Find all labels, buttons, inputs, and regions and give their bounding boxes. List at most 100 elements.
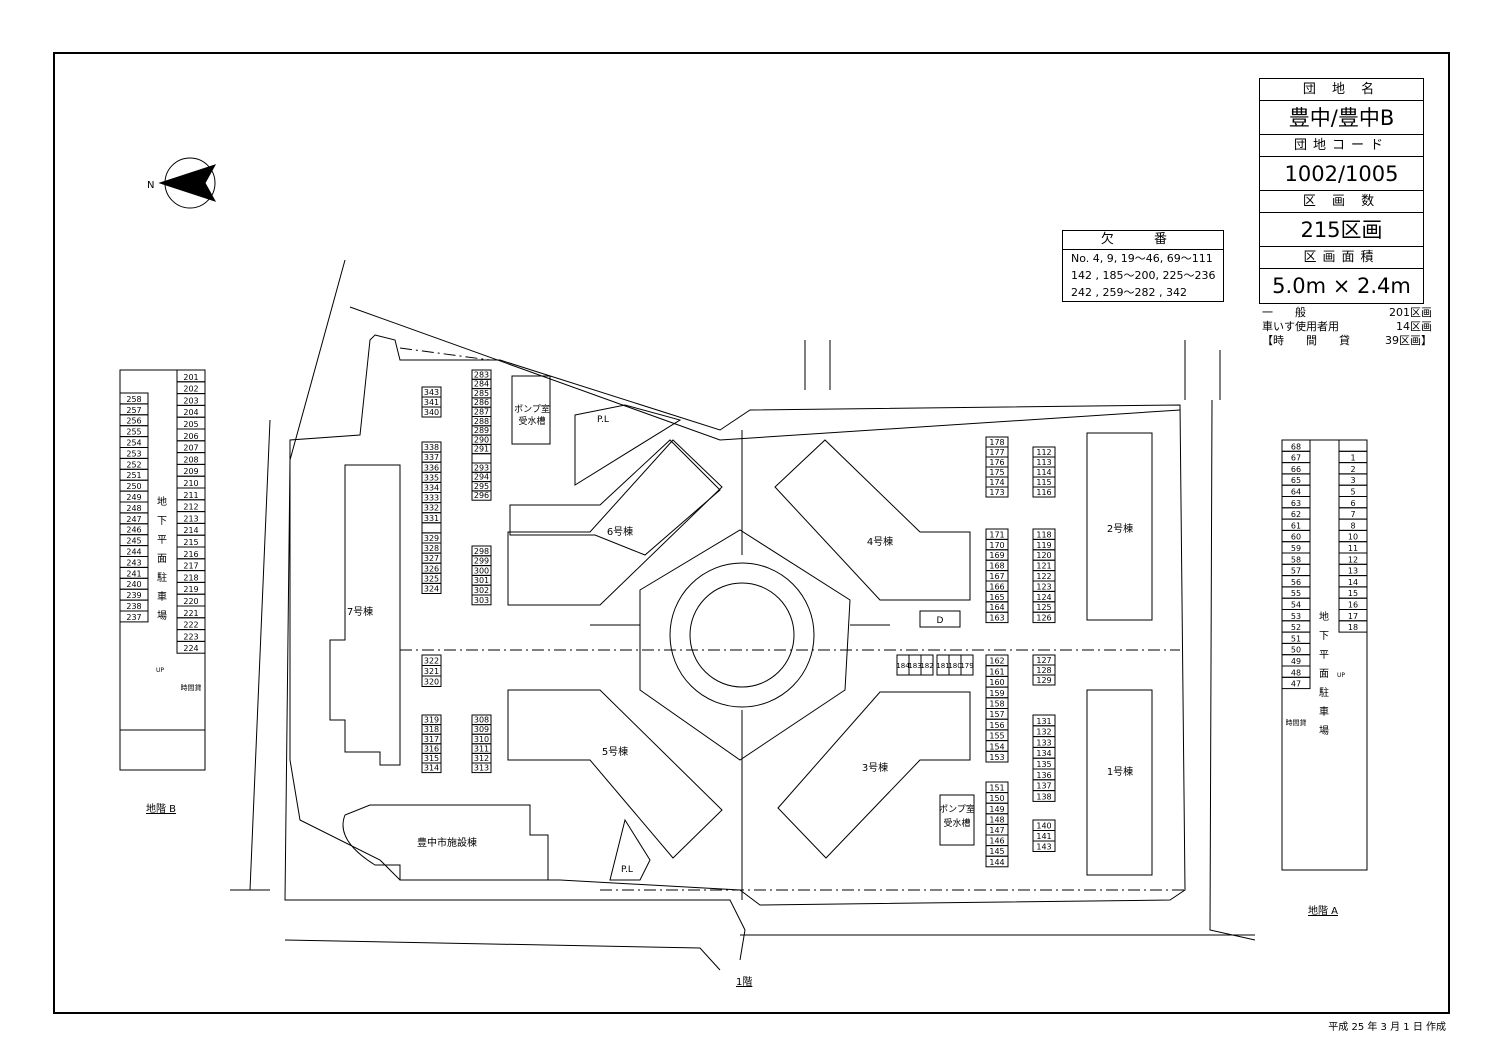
- building-4-label: 4号棟: [867, 535, 893, 548]
- lot-number: 253: [126, 449, 141, 458]
- lot-number: 250: [126, 482, 141, 491]
- lot-number: 164: [989, 603, 1004, 612]
- building-1: [1086, 689, 1153, 876]
- lot-number: 121: [1036, 562, 1051, 571]
- lot-number: 208: [183, 455, 198, 464]
- lot-number: 328: [424, 544, 439, 553]
- lot-number: 334: [424, 484, 439, 493]
- lot-number: 1: [1350, 454, 1355, 463]
- building-7: [329, 464, 401, 766]
- lot-number: 176: [989, 458, 1004, 467]
- lot-number: 133: [1036, 738, 1051, 747]
- lot-number: 296: [474, 491, 489, 500]
- lot-number: 178: [989, 438, 1004, 447]
- basement-b-title-char: 車: [157, 590, 167, 603]
- lot-number: 335: [424, 473, 439, 482]
- lot-number: 126: [1036, 614, 1051, 623]
- lot-number: 244: [126, 548, 141, 557]
- central-circle: [689, 582, 795, 688]
- lot-number: 135: [1036, 760, 1051, 769]
- lot-number: 333: [424, 494, 439, 503]
- area-label: 区画面積: [1260, 247, 1423, 269]
- building-2: [1086, 432, 1153, 621]
- lot-number: 10: [1348, 533, 1358, 542]
- lot-number: 127: [1036, 656, 1051, 665]
- lot-number: 298: [474, 547, 489, 556]
- d-box: [919, 610, 961, 628]
- pump-room-1: [511, 375, 551, 445]
- lot-number: 181: [936, 662, 949, 670]
- pl-area-1: [574, 404, 682, 486]
- lot-number: 65: [1291, 476, 1301, 485]
- lot-number: 283: [474, 370, 489, 379]
- code-label: 団地コード: [1260, 135, 1423, 157]
- parking-lot: [471, 762, 492, 774]
- lot-number: 184: [896, 662, 910, 670]
- basement-b-title-char: 面: [157, 554, 167, 565]
- lot-number: 157: [989, 710, 1004, 719]
- north-arrow-icon: [158, 164, 217, 202]
- road-bottom: [284, 934, 1255, 971]
- lot-number: 301: [474, 576, 489, 585]
- name-value: 豊中/豊中B: [1260, 101, 1423, 135]
- lot-number: 112: [1036, 448, 1051, 457]
- lot-number: 338: [424, 443, 439, 452]
- lot-number: 119: [1036, 541, 1051, 550]
- basement-b-title-char: 駐: [157, 571, 167, 584]
- lot-number: 325: [424, 574, 439, 583]
- city-facility: [342, 804, 549, 881]
- parking-lot: [1032, 674, 1056, 686]
- lot-number: 170: [989, 541, 1004, 550]
- parking-lot: [1032, 790, 1056, 802]
- pump-room-1-label: 受水槽: [518, 415, 545, 427]
- lot-number: 52: [1291, 623, 1301, 632]
- lot-number: 18: [1348, 623, 1358, 632]
- lot-number: 238: [126, 602, 141, 611]
- lot-number: 322: [424, 657, 439, 666]
- basement-a-label: 地階 A: [1308, 906, 1339, 917]
- lot-number: 317: [424, 735, 439, 744]
- lot-number: 120: [1036, 551, 1051, 560]
- basement-b-title-char: 平: [157, 535, 167, 546]
- lot-number: 332: [424, 504, 439, 513]
- lot-number: 122: [1036, 572, 1051, 581]
- basement-a-title-char: 車: [1319, 705, 1329, 718]
- pl-label: P.L: [621, 865, 633, 875]
- parking-lot: [985, 750, 1009, 763]
- lot-number: 222: [183, 621, 198, 630]
- pl-area-2: [609, 818, 651, 881]
- lot-number: 327: [424, 554, 439, 563]
- lot-number: 67: [1291, 454, 1301, 463]
- lot-number: 182: [920, 662, 933, 670]
- lot-number: 237: [126, 613, 141, 622]
- lot-number: 171: [989, 530, 1004, 539]
- building-5: [507, 689, 723, 859]
- lot-number: 310: [474, 735, 489, 744]
- lot-number: 246: [126, 526, 141, 535]
- lot-number: 295: [474, 482, 489, 491]
- road-top: [349, 306, 1181, 441]
- lot-number: 8: [1350, 521, 1355, 530]
- lot-number: 223: [183, 632, 198, 641]
- map-frame: [53, 52, 1450, 1014]
- site-boundary: [289, 334, 1186, 906]
- lot-number: 48: [1291, 668, 1301, 677]
- central-plaza: [639, 529, 851, 761]
- parking-lot: [471, 453, 492, 464]
- name-label: 団 地 名: [1260, 79, 1423, 101]
- lot-number: 243: [126, 558, 141, 567]
- lot-number: 143: [1036, 843, 1051, 852]
- lot-number: 158: [989, 700, 1004, 709]
- created-date: 平成 25 年 3 月 1 日 作成: [1328, 1022, 1446, 1033]
- lot-number: 63: [1291, 499, 1301, 508]
- lot-number: 285: [474, 389, 489, 398]
- lot-number: 329: [424, 534, 439, 543]
- lot-number: 247: [126, 515, 141, 524]
- building-1-label: 1号棟: [1107, 765, 1133, 778]
- lot-number: 166: [989, 582, 1004, 591]
- basement-a-title-char: 地: [1319, 610, 1329, 623]
- lot-number: 239: [126, 591, 141, 600]
- lot-number: 162: [989, 657, 1004, 666]
- lot-number: 302: [474, 586, 489, 595]
